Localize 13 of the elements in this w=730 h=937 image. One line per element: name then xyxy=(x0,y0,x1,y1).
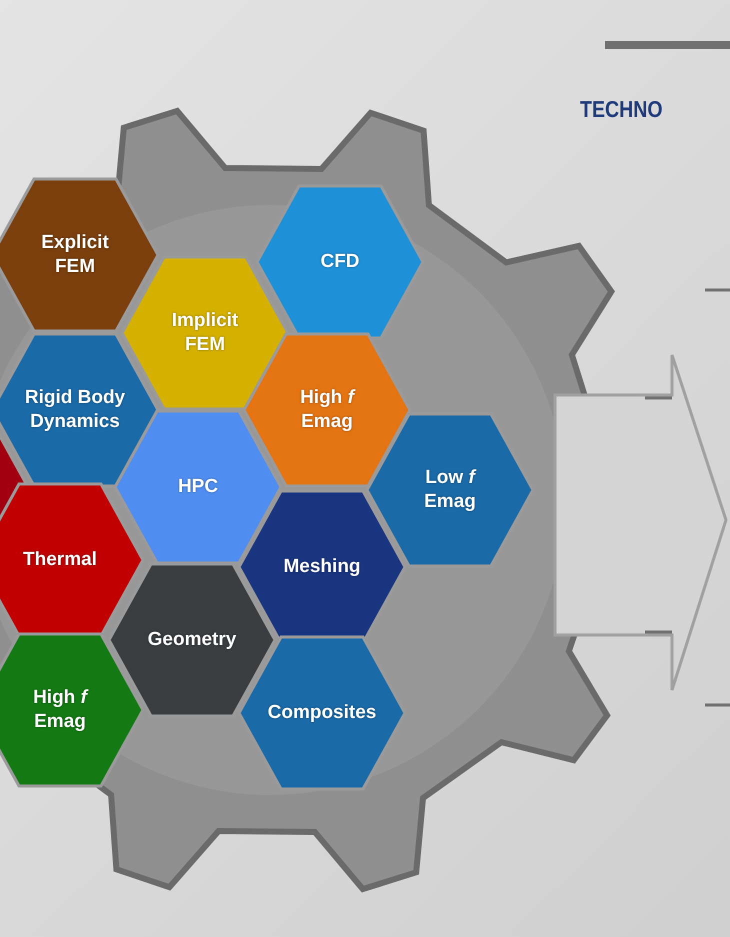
tile-label: Low f Emag xyxy=(423,466,478,514)
tile-label: Composites xyxy=(266,701,378,725)
tile-label: Explicit FEM xyxy=(40,231,110,279)
tile-label: Geometry xyxy=(146,628,238,652)
tile-label: Implicit FEM xyxy=(170,309,240,357)
tile-label: CFD xyxy=(319,250,361,274)
tile-label: Rigid Body Dynamics xyxy=(24,386,126,434)
tile-label: Meshing xyxy=(282,555,362,579)
tile-label: Thermal xyxy=(22,548,98,572)
tile-label: HPC xyxy=(176,475,220,499)
tile-label: High f Emag xyxy=(299,386,356,434)
tile-label: High f Emag xyxy=(32,686,90,734)
heading-text: TECHNO xyxy=(580,96,663,123)
